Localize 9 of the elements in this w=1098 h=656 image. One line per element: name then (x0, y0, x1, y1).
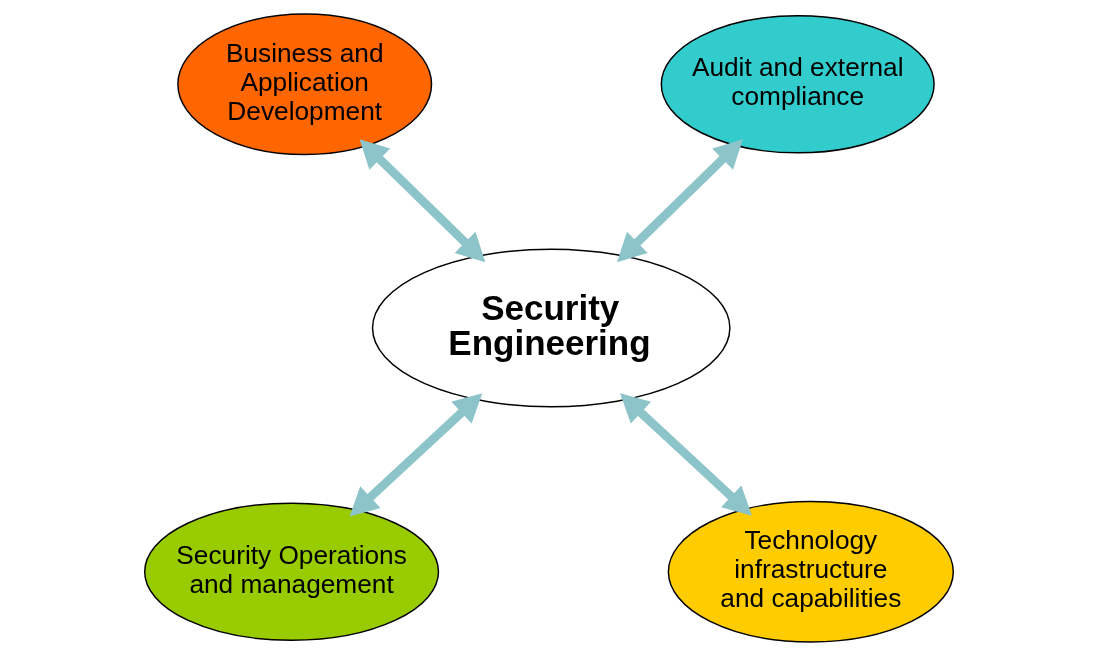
node-ellipse: Security Engineering (371, 248, 731, 408)
arrow (617, 139, 743, 263)
node-ellipse: Technology infrastructure and capabilities (667, 500, 954, 643)
node-ellipse: Audit and external compliance (660, 15, 935, 154)
arrow (620, 393, 752, 516)
arrow (359, 139, 486, 263)
node-ellipse: Security Operations and management (143, 502, 440, 641)
arrow (349, 393, 483, 517)
node-ellipse: Business and Application Development (177, 13, 433, 156)
